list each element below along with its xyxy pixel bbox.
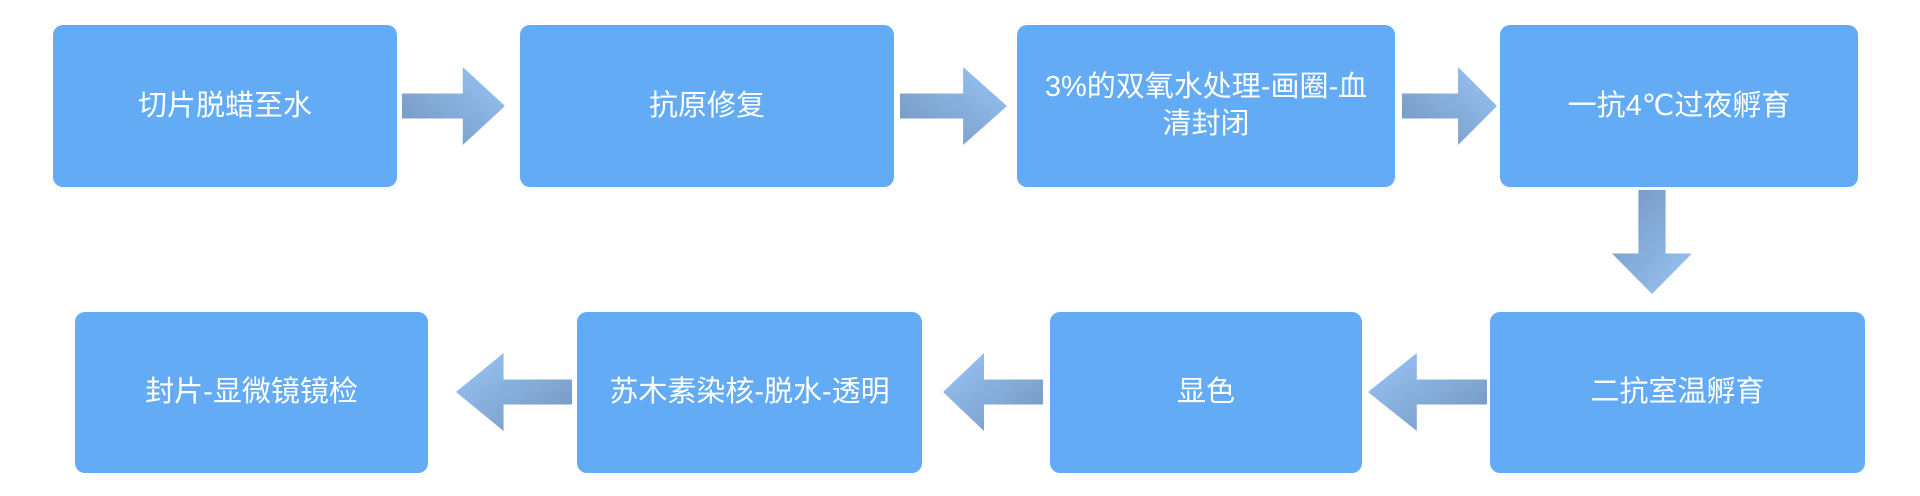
flow-step-primary-antibody-overnight: 一抗4℃过夜孵育 [1500, 25, 1858, 187]
arrow-left-icon [456, 353, 572, 431]
flow-step-hematoxylin-dehydrate-clear: 苏木素染核-脱水-透明 [577, 312, 922, 473]
flow-step-label: 苏木素染核-脱水-透明 [609, 376, 890, 408]
arrow-right-icon [1402, 67, 1497, 145]
flow-step-label: 显色 [1176, 376, 1235, 408]
flow-step-label: 一抗4℃过夜孵育 [1567, 89, 1791, 122]
flow-step-label: 抗原修复 [648, 89, 765, 122]
flow-step-secondary-antibody-room-temp: 二抗室温孵育 [1490, 312, 1865, 473]
flow-step-label: 封片-显微镜镜检 [145, 376, 358, 408]
arrow-left-icon [1368, 353, 1487, 431]
flow-step-antigen-retrieval: 抗原修复 [520, 25, 894, 187]
flow-step-peroxide-circle-serum-block: 3%的双氧水处理-画圈-血清封闭 [1017, 25, 1395, 187]
flow-step-label: 二抗室温孵育 [1590, 376, 1765, 408]
flow-step-label: 切片脱蜡至水 [137, 89, 312, 122]
flow-step-dewax-to-water: 切片脱蜡至水 [53, 25, 397, 187]
arrow-left-icon [943, 353, 1043, 431]
flow-step-mount-microscope-exam: 封片-显微镜镜检 [75, 312, 428, 473]
arrow-down-icon [1612, 190, 1692, 294]
flow-step-label: 3%的双氧水处理-画圈-血清封闭 [1044, 71, 1368, 140]
flow-step-color-development: 显色 [1050, 312, 1362, 473]
arrow-right-icon [402, 67, 505, 145]
arrow-right-icon [900, 67, 1007, 145]
